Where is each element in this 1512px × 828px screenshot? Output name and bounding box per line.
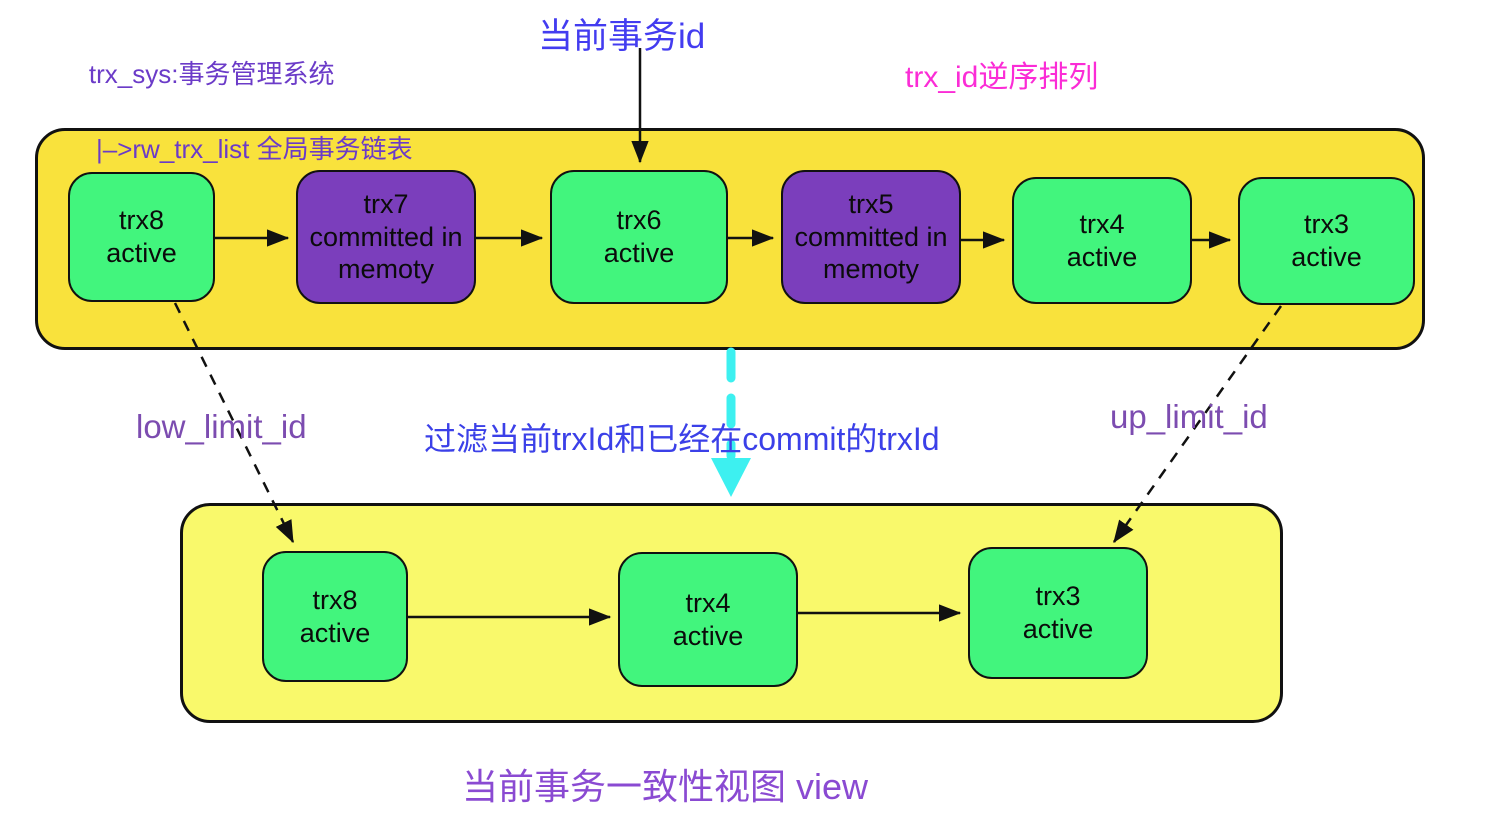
trx-sys-annotation: trx_sys:事务管理系统 |–>rw_trx_list 全局事务链表	[60, 18, 413, 244]
trx-node-trx3: trx3 active	[1238, 177, 1415, 305]
view-node-trx8: trx8 active	[262, 551, 408, 682]
trx-node-id: trx6	[616, 205, 662, 236]
trx-node-status: active	[1022, 614, 1094, 644]
trx-node-status: committed in memoty	[309, 221, 463, 285]
trx-node-status: active	[603, 238, 675, 268]
trx-node-status: active	[299, 617, 371, 648]
trx-node-id: trx4	[1079, 208, 1125, 239]
trx-node-status: active	[672, 620, 744, 651]
trx-node-id: trx7	[363, 188, 409, 219]
trx-node-trx7: trx7 committed in memoty	[296, 170, 476, 304]
trx-node-trx8: trx8 active	[68, 172, 215, 302]
trx-node-id: trx5	[848, 188, 894, 219]
trx-node-id: trx3	[1303, 209, 1349, 240]
trx-node-trx4: trx4 active	[1012, 177, 1192, 304]
trx-node-id: trx8	[312, 584, 358, 615]
trx-node-id: trx4	[685, 587, 731, 618]
trx-node-status: committed in memoty	[794, 221, 948, 285]
trx-node-status: active	[1066, 241, 1138, 272]
view-node-trx4: trx4 active	[618, 552, 798, 687]
trx-node-id: trx3	[1035, 581, 1081, 612]
up-limit-id-label: up_limit_id	[1110, 398, 1268, 435]
low-limit-id-label: low_limit_id	[136, 408, 307, 445]
consistent-view-caption: 当前事务一致性视图 view	[462, 766, 869, 807]
trx-node-trx6: trx6 active	[550, 170, 728, 304]
trx-sys-line1: trx_sys:事务管理系统	[88, 58, 335, 89]
trx-node-id: trx8	[118, 205, 164, 236]
filter-arrow-head	[711, 458, 751, 497]
view-node-trx3: trx3 active	[968, 547, 1148, 679]
trx-id-desc-order-label: trx_id逆序排列	[905, 61, 1099, 94]
filter-description-label: 过滤当前trxId和已经在commit的trxId	[424, 421, 940, 457]
rw-trx-list-line2: |–>rw_trx_list 全局事务链表	[96, 134, 413, 165]
trx-node-status: active	[1291, 242, 1362, 272]
trx-node-trx5: trx5 committed in memoty	[781, 170, 961, 304]
trx-node-status: active	[106, 238, 177, 268]
current-trx-id-label: 当前事务id	[538, 17, 706, 56]
